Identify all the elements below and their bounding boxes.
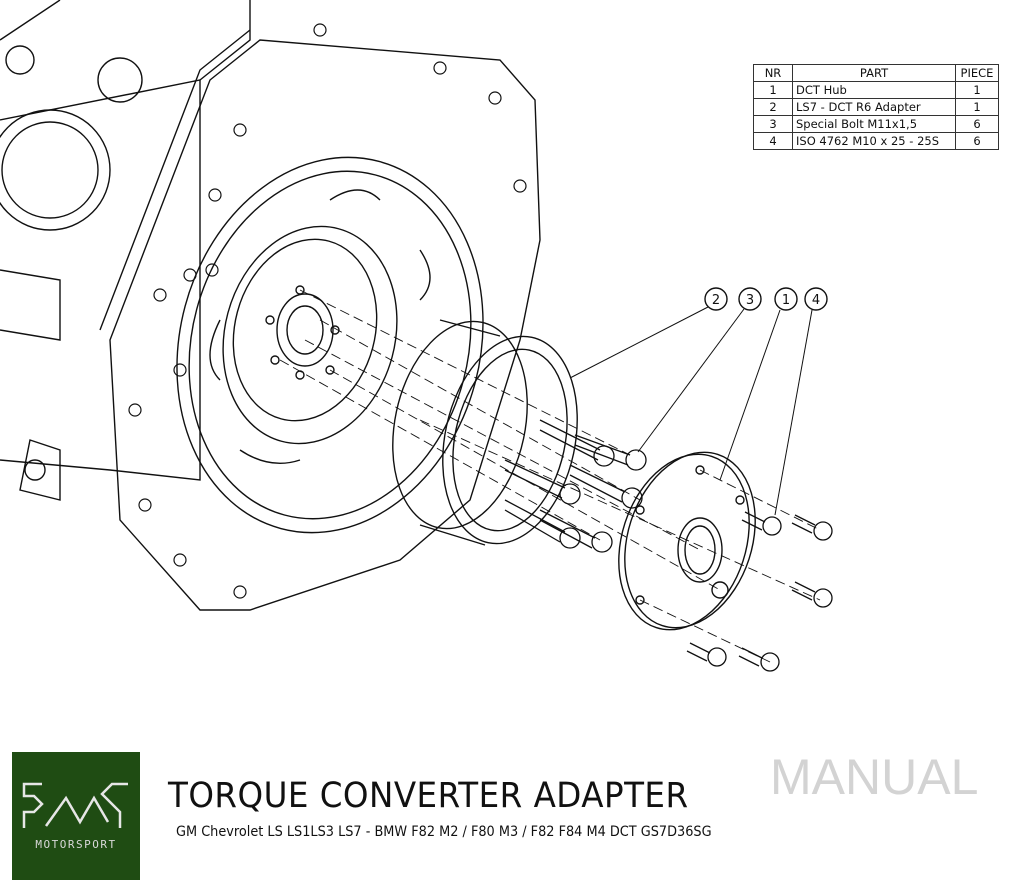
table-header-row: NR PART PIECE xyxy=(753,64,999,82)
spacer-ring xyxy=(392,319,578,546)
cell-nr: 3 xyxy=(753,115,793,133)
subtitle: GM Chevrolet LS LS1LS3 LS7 - BMW F82 M2 … xyxy=(176,824,712,840)
cell-part: LS7 - DCT R6 Adapter xyxy=(792,98,956,116)
balloon-label: 2 xyxy=(712,293,720,308)
cell-piece: 6 xyxy=(955,115,999,133)
balloon-label: 3 xyxy=(746,293,754,308)
cell-piece: 1 xyxy=(955,81,999,99)
pmc-motorsport-logo: MOTORSPORT xyxy=(12,752,140,880)
dct-hub xyxy=(618,451,756,631)
header-piece: PIECE xyxy=(955,64,999,82)
header-nr: NR xyxy=(753,64,793,82)
pmc-logo-mark xyxy=(22,782,128,828)
balloon-label: 4 xyxy=(812,293,820,308)
cell-part: Special Bolt M11x1,5 xyxy=(792,115,956,133)
header-part: PART xyxy=(792,64,956,82)
exploded-assembly-drawing: 2 3 1 4 xyxy=(0,0,833,672)
cell-part: ISO 4762 M10 x 25 - 25S xyxy=(792,132,956,150)
cell-part: DCT Hub xyxy=(792,81,956,99)
engine-block xyxy=(0,0,251,501)
adapter-plate xyxy=(99,23,541,611)
page-title: TORQUE CONVERTER ADAPTER xyxy=(168,776,689,816)
flexplate xyxy=(176,156,484,534)
cell-piece: 6 xyxy=(955,132,999,150)
balloons: 2 3 1 4 xyxy=(704,287,828,311)
leader-lines xyxy=(569,306,813,516)
cell-nr: 2 xyxy=(753,98,793,116)
balloon-label: 1 xyxy=(782,293,790,308)
logo-tagline: MOTORSPORT xyxy=(35,838,117,851)
cell-nr: 1 xyxy=(753,81,793,99)
center-lines xyxy=(279,289,821,663)
special-bolts xyxy=(504,419,647,553)
manual-label: MANUAL xyxy=(770,749,979,805)
cell-piece: 1 xyxy=(955,98,999,116)
cell-nr: 4 xyxy=(753,132,793,150)
socket-bolts xyxy=(686,511,833,672)
